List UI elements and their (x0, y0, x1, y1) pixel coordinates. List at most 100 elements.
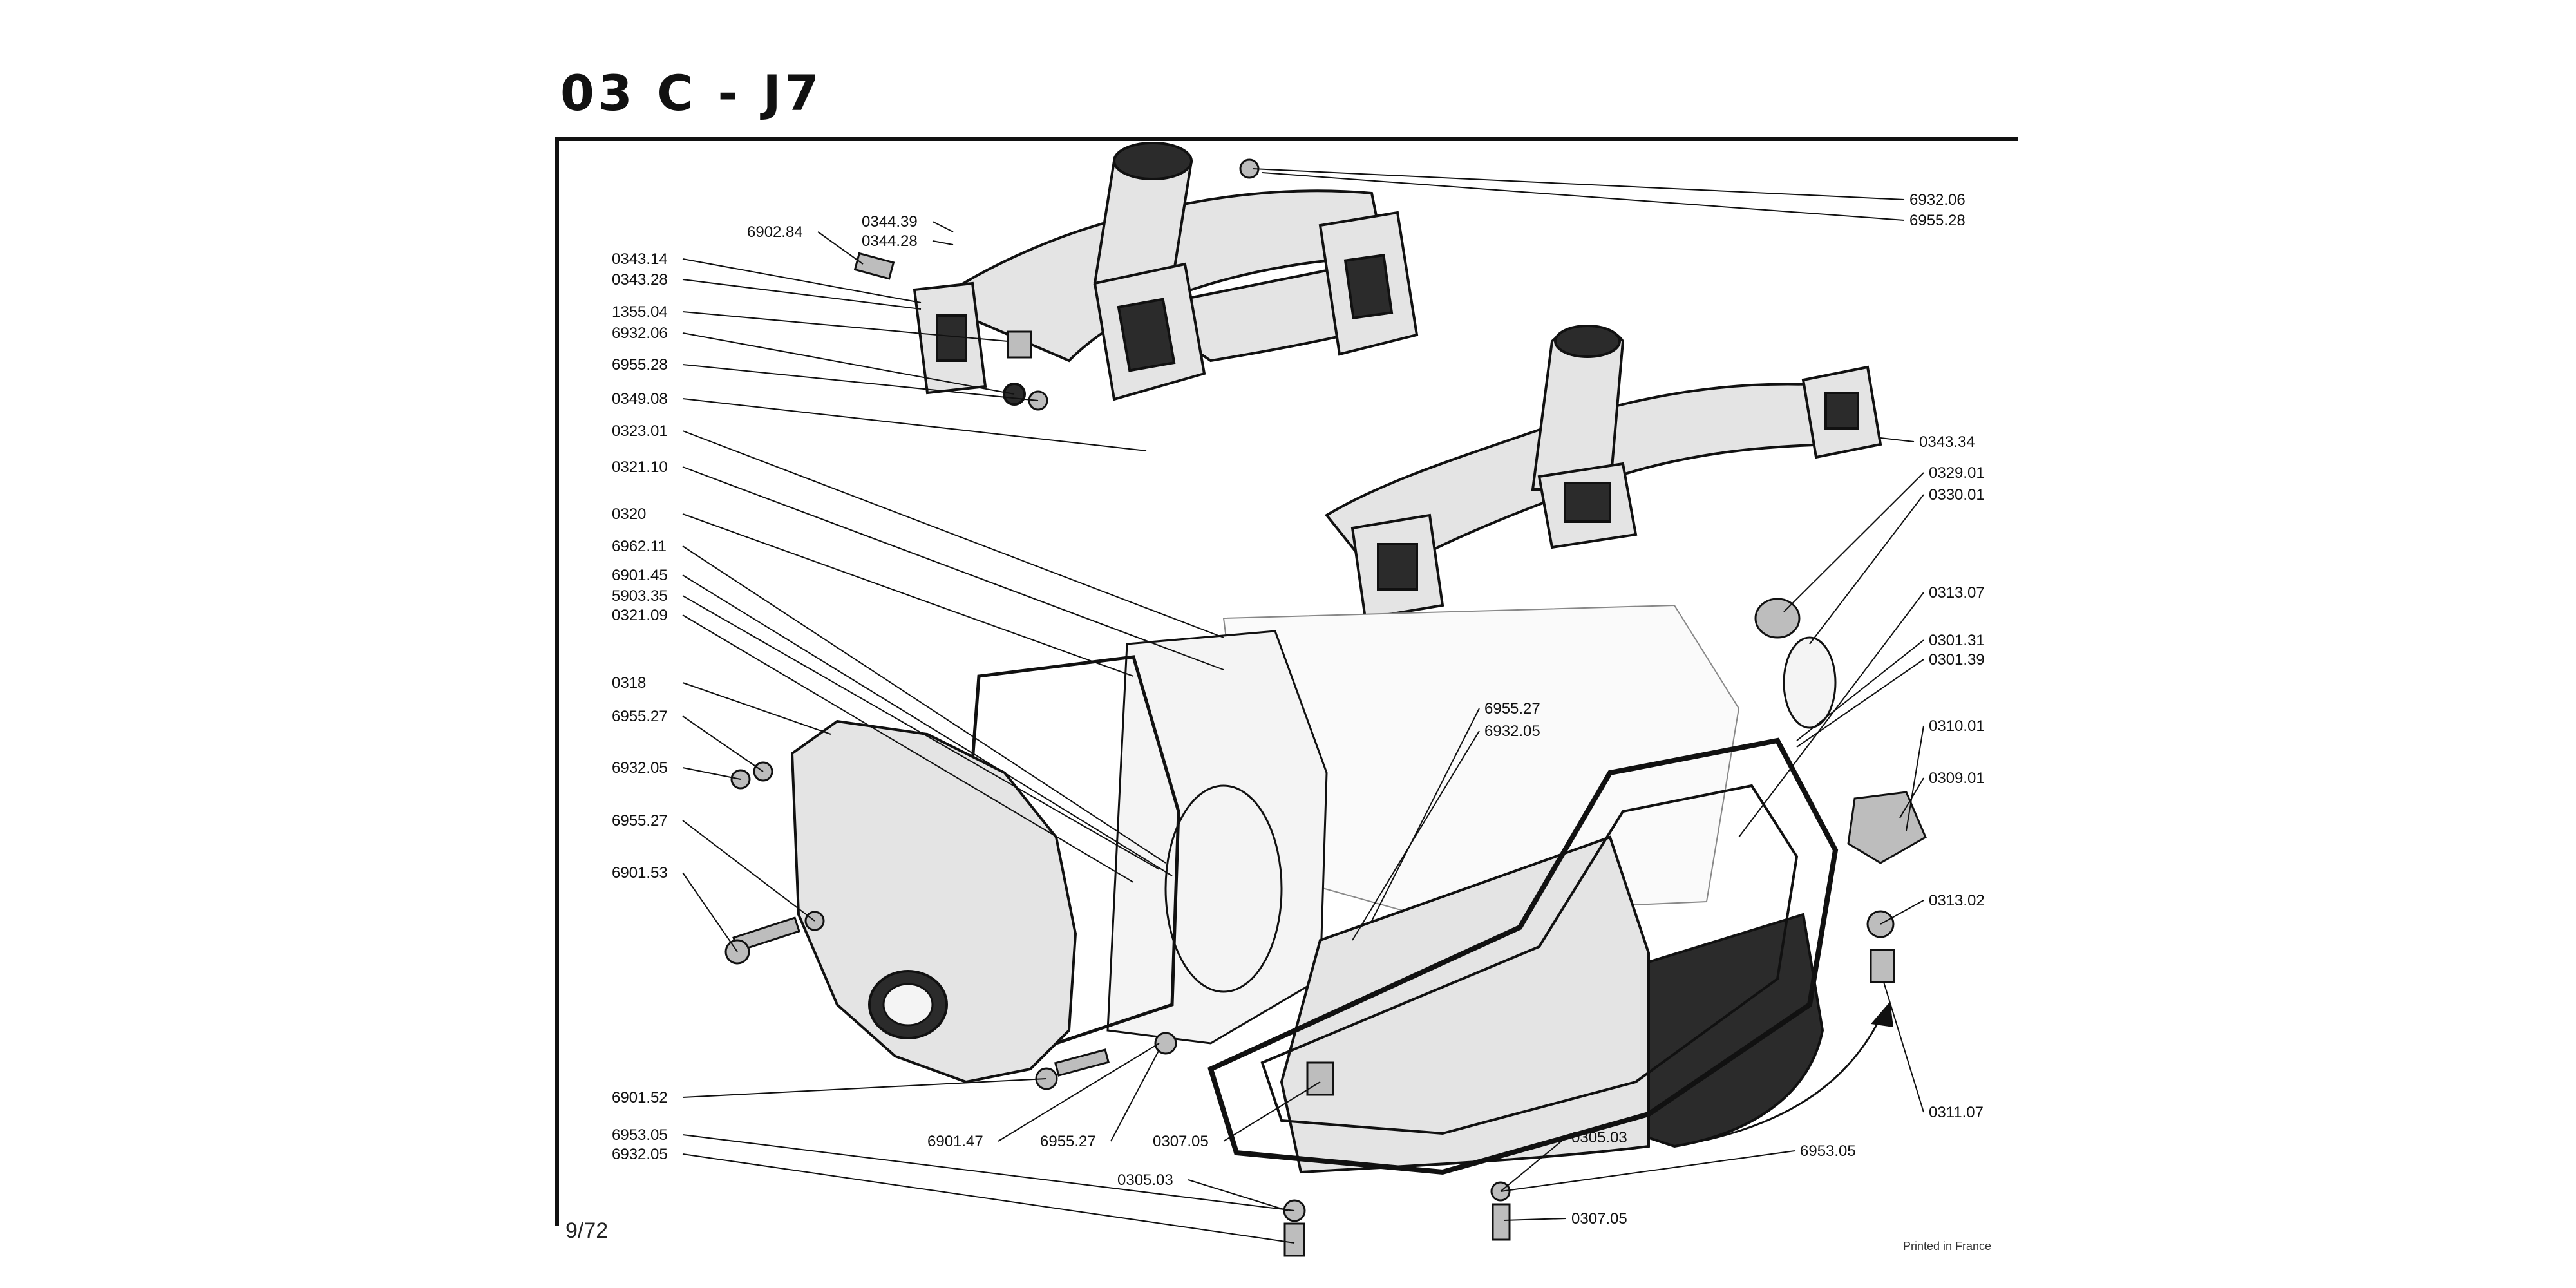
part-label-18: 0321.09 (612, 607, 668, 624)
part-label-43: 0305.03 (1571, 1129, 1627, 1146)
part-label-10: 0349.08 (612, 390, 668, 408)
part-label-6: 0343.28 (612, 271, 668, 289)
bottom-bolt-left (1283, 1222, 1305, 1257)
part-label-14: 0320 (612, 506, 646, 523)
part-label-0: 6932.06 (1909, 191, 1965, 209)
timing-cover (790, 719, 1077, 1084)
upper-fitting-bolt (853, 252, 895, 280)
callout-leader-1 (1262, 172, 1905, 221)
part-label-1: 6955.28 (1909, 212, 1965, 229)
lower-mid-flange-port (1564, 482, 1611, 523)
filler-seal (1783, 636, 1837, 729)
callout-leader-19 (682, 682, 831, 735)
callout-leader-22 (682, 820, 815, 922)
callout-leader-26 (1738, 592, 1924, 838)
callout-leader-16 (682, 574, 1173, 876)
oil-pan-gasket (1208, 737, 1839, 1175)
printed-note: Printed in France (1903, 1240, 1992, 1253)
part-label-2: 6902.84 (747, 223, 803, 241)
part-label-41: 6953.05 (612, 1126, 668, 1144)
upper-plug (1007, 330, 1032, 359)
oil-pan-inner-lip (1260, 784, 1799, 1135)
part-label-20: 6955.27 (612, 708, 668, 725)
refit-arrow (1706, 1017, 1882, 1141)
oil-pan-assembly (1208, 598, 1927, 1257)
frame-top-rule (555, 137, 2018, 141)
part-label-39: 0305.03 (1117, 1171, 1173, 1189)
callout-leader-29 (1371, 708, 1480, 922)
lower-riser-mouth (1554, 325, 1621, 358)
callout-leader-8 (682, 332, 1015, 395)
part-label-30: 6932.05 (1484, 723, 1540, 740)
part-label-36: 6901.47 (927, 1133, 983, 1150)
callout-leader-10 (682, 398, 1147, 451)
callout-leader-42 (682, 1153, 1295, 1244)
callout-leader-7 (682, 311, 1009, 342)
callout-leader-31 (1906, 725, 1924, 831)
filler-cap (1754, 598, 1801, 639)
timing-cover-seal-ring (882, 983, 934, 1027)
callout-leader-44 (1503, 1218, 1567, 1221)
callout-leader-0 (1252, 168, 1905, 200)
refit-arrowhead (1871, 1001, 1893, 1027)
part-label-8: 6932.06 (612, 325, 668, 342)
part-label-23: 6901.53 (612, 864, 668, 882)
callout-leader-32 (1899, 777, 1924, 819)
part-label-38: 0307.05 (1153, 1133, 1209, 1150)
callout-leader-35 (682, 1078, 1047, 1098)
callout-leader-3 (932, 221, 954, 232)
part-label-42: 6932.05 (612, 1146, 668, 1163)
part-label-33: 0313.02 (1929, 892, 1985, 909)
timing-cover-assembly (724, 719, 1177, 1090)
part-label-34: 0311.07 (1929, 1104, 1984, 1121)
callout-leader-11 (1880, 437, 1915, 442)
part-label-11: 0343.34 (1919, 433, 1975, 451)
callout-leader-28 (1796, 659, 1924, 748)
part-label-21: 6932.05 (612, 759, 668, 777)
part-label-4: 0344.28 (862, 232, 918, 250)
upper-right-flange-port (1343, 254, 1394, 319)
part-label-29: 6955.27 (1484, 700, 1540, 717)
part-label-7: 1355.04 (612, 303, 668, 321)
part-label-28: 0301.39 (1929, 651, 1985, 668)
callout-leader-23 (682, 872, 738, 952)
upper-riser-mouth (1113, 142, 1193, 180)
bracket-clip (1847, 791, 1927, 864)
part-label-16: 6901.45 (612, 567, 668, 584)
part-label-32: 0309.01 (1929, 770, 1985, 787)
upper-center-flange-port (1117, 298, 1176, 372)
callout-leader-5 (682, 258, 922, 303)
callout-leader-40 (1500, 1150, 1795, 1192)
callout-leader-14 (682, 513, 1134, 677)
callout-leader-15 (682, 545, 1166, 864)
lower-end-flange-port (1824, 392, 1859, 430)
callout-leader-6 (682, 279, 922, 310)
callout-leader-4 (932, 240, 954, 245)
callout-leader-18 (682, 614, 1134, 883)
callout-leader-41 (682, 1134, 1295, 1211)
part-label-15: 6962.11 (612, 538, 667, 555)
page-number: 9/72 (565, 1218, 609, 1243)
callout-leader-24 (1783, 472, 1924, 612)
timing-plate-opening (1164, 784, 1283, 993)
part-label-44: 0307.05 (1571, 1210, 1627, 1227)
lower-left-flange-port (1377, 543, 1418, 591)
part-label-31: 0310.01 (1929, 717, 1985, 735)
callout-leader-25 (1809, 494, 1924, 645)
part-label-40: 6953.05 (1800, 1142, 1856, 1160)
callout-leader-12 (682, 430, 1224, 638)
part-label-26: 0313.07 (1929, 584, 1985, 601)
drain-plug (1306, 1061, 1334, 1096)
part-label-24: 0329.01 (1929, 464, 1985, 482)
upper-manifold-assembly (853, 142, 1419, 411)
callout-leader-27 (1796, 639, 1924, 741)
part-label-25: 0330.01 (1929, 486, 1985, 504)
lower-manifold-assembly (1325, 325, 1882, 620)
callout-leader-37 (1110, 1049, 1160, 1142)
callout-leader-30 (1352, 730, 1480, 941)
callout-leader-13 (682, 466, 1224, 670)
callout-leader-39 (1188, 1179, 1289, 1211)
frame-left-rule (555, 137, 559, 1226)
